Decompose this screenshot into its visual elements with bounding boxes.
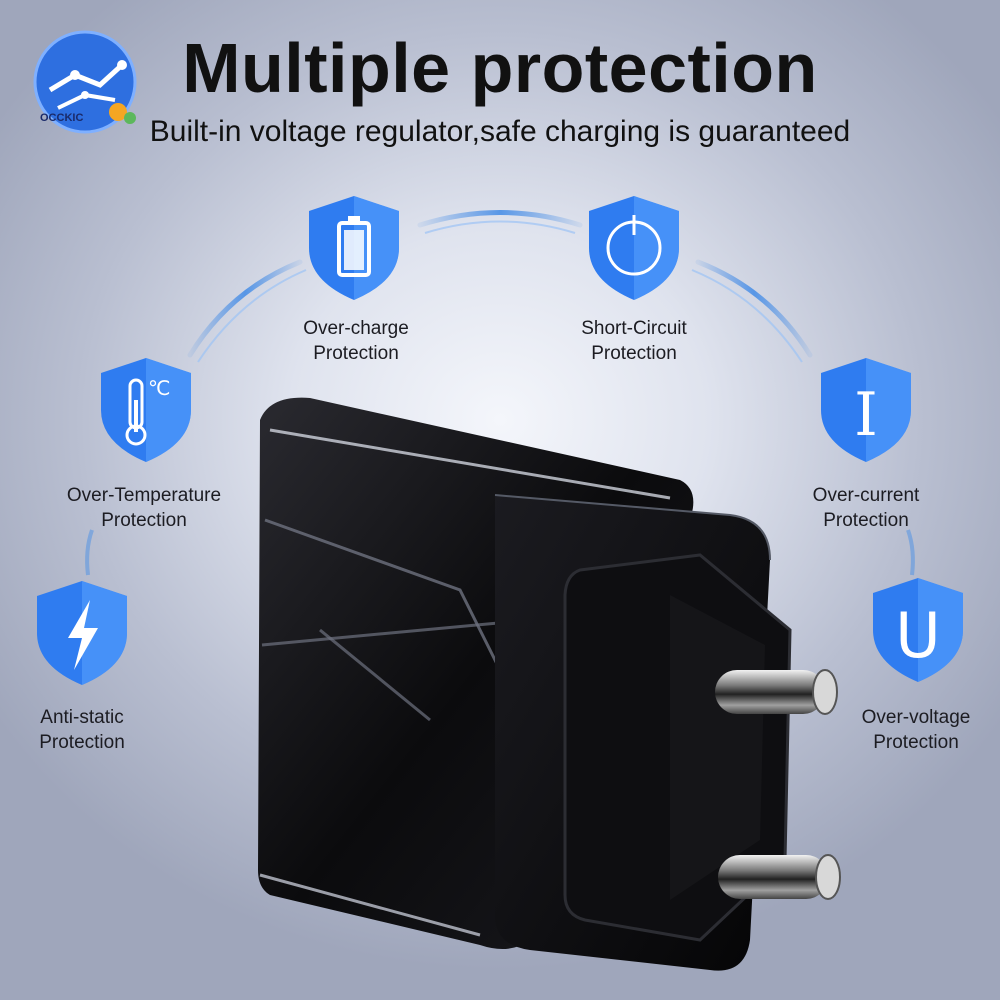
thermometer-icon: ℃ (101, 358, 191, 462)
plug-pin-bottom (718, 854, 841, 900)
battery-icon (309, 196, 399, 300)
power-icon (589, 196, 679, 300)
brand-logo-text: OCCKIC (40, 112, 84, 124)
svg-text:℃: ℃ (148, 376, 170, 400)
lightning-icon (37, 581, 127, 685)
current-i-icon: I (821, 358, 911, 462)
voltage-u-icon: U (873, 578, 963, 682)
page-subtitle: Built-in voltage regulator,safe charging… (149, 115, 851, 148)
brand-logo (33, 30, 137, 134)
plug-pin-top (715, 669, 838, 715)
svg-text:U: U (895, 599, 940, 672)
page-title: Multiple protection (182, 29, 818, 107)
svg-text:I: I (854, 380, 878, 450)
charger-illustration (258, 397, 841, 971)
